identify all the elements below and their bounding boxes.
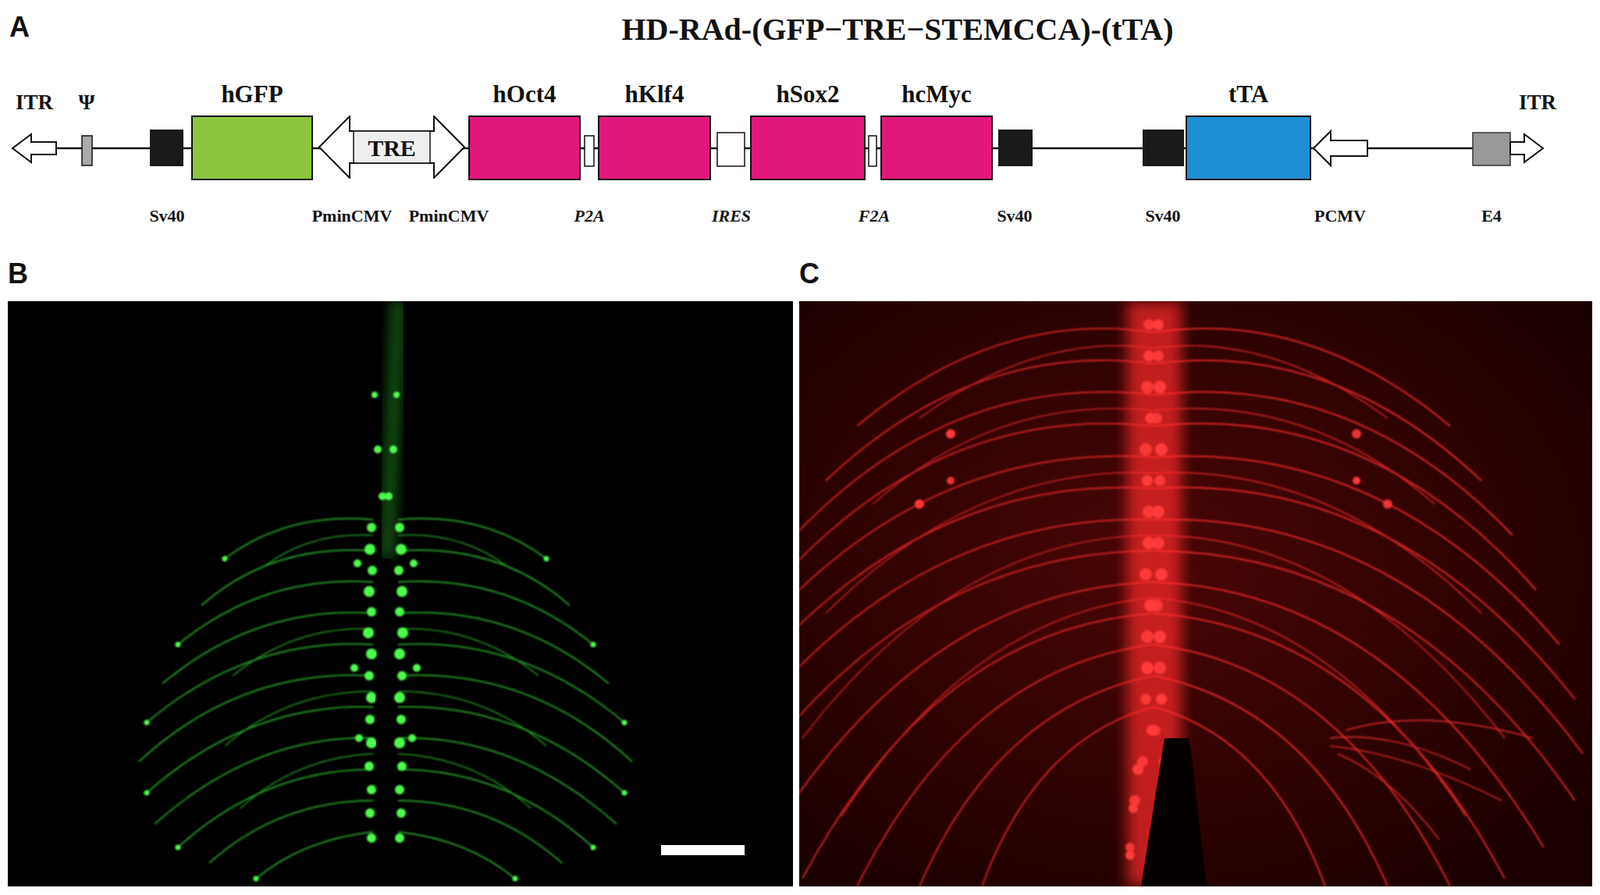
figure-title: HD-RAd-(GFP−TRE−STEMCCA)-(tTA)	[621, 10, 1174, 48]
gene-box: hKlf4	[597, 115, 712, 181]
gene-label: hGFP	[220, 81, 283, 108]
fiber-cluster	[1329, 720, 1533, 840]
red-micrograph	[799, 301, 1593, 887]
element-label: Ψ	[78, 90, 95, 115]
gene-label: hcMyc	[901, 81, 972, 108]
pcmv-arrow	[1313, 131, 1368, 166]
cell-column-glow	[387, 301, 399, 559]
gene-label: hOct4	[493, 81, 557, 108]
gene-label: hSox2	[776, 81, 840, 108]
gene-box: hGFP	[191, 115, 313, 181]
element-label: ITR	[15, 90, 54, 115]
tre-inner-box	[353, 131, 431, 164]
tre-label: TRE	[367, 134, 416, 160]
promoter-label: PminCMV	[312, 206, 393, 227]
element-label: ITR	[1518, 90, 1557, 115]
element-label: Sv40	[1144, 206, 1181, 227]
red-fibers	[799, 319, 1583, 887]
gfp-micrograph	[7, 301, 793, 887]
itr-arrow	[12, 134, 57, 163]
element-label: E4	[1481, 206, 1502, 227]
panel-letter: C	[799, 257, 820, 291]
gfp-cells	[138, 391, 633, 882]
element-label: Sv40	[149, 206, 185, 227]
tre-double-arrow: TRE	[318, 115, 466, 179]
panel-letter: A	[9, 10, 30, 44]
gene-label: tTA	[1228, 81, 1269, 108]
gene-box: hcMyc	[880, 115, 993, 181]
f2a-box	[868, 135, 877, 167]
ventricle-gap	[1141, 738, 1207, 887]
element-label: F2A	[858, 206, 890, 227]
itr-arrow	[1510, 134, 1544, 163]
element-label: P2A	[573, 206, 605, 227]
ventricle-slit	[380, 558, 386, 864]
p2a-box	[584, 135, 594, 167]
scale-bar	[661, 845, 745, 856]
ires-box	[717, 132, 745, 167]
gene-box: tTA	[1185, 115, 1312, 181]
gene-label: hKlf4	[625, 81, 685, 108]
element-label: IRES	[711, 206, 751, 227]
psi-box	[81, 135, 93, 166]
gene-box: hSox2	[750, 115, 866, 181]
e4-box	[1472, 132, 1511, 166]
dark-background	[7, 301, 793, 887]
element-label: Sv40	[996, 206, 1032, 227]
panel-letter: B	[7, 257, 29, 291]
sv40-box	[1142, 129, 1184, 167]
promoter-label: PminCMV	[408, 206, 490, 227]
sv40-box	[998, 129, 1033, 167]
gene-box: hOct4	[468, 115, 581, 181]
sv40-box	[149, 129, 184, 167]
arrow-outline	[319, 116, 465, 178]
dark-background	[799, 301, 1593, 887]
promoter-label: PCMV	[1314, 206, 1366, 227]
